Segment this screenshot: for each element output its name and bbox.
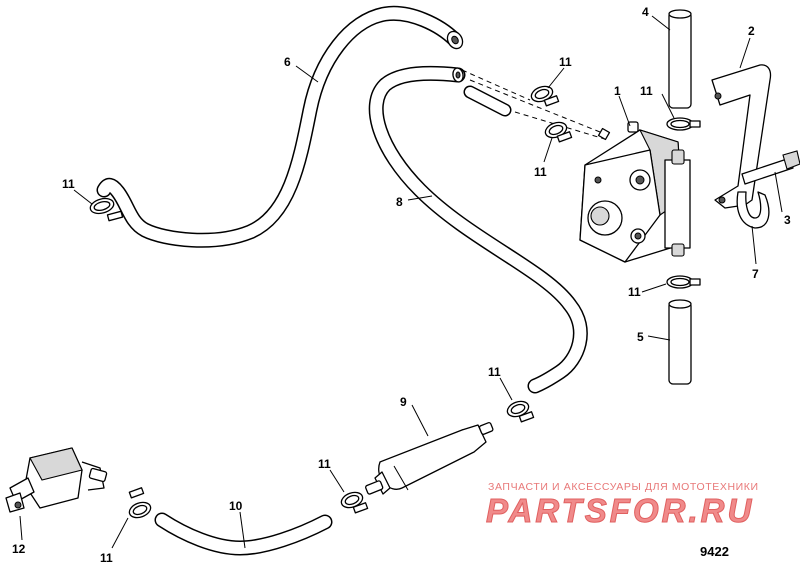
callout-11-c: 11 [534, 165, 547, 179]
bolt-3 [741, 150, 800, 185]
callout-6: 6 [284, 55, 291, 69]
callout-11-b: 11 [559, 55, 572, 69]
hose-clamp-c [544, 121, 573, 143]
hose-clamp-b [530, 85, 560, 107]
callout-8: 8 [396, 195, 403, 209]
hose-clamp-f [506, 400, 535, 423]
callout-5: 5 [637, 330, 644, 344]
clamp-7 [736, 191, 770, 229]
callout-11-d: 11 [640, 84, 653, 98]
hose-6 [96, 5, 464, 248]
callout-11-f: 11 [488, 365, 501, 379]
fuel-pump [579, 121, 691, 263]
callout-10: 10 [229, 499, 243, 513]
figure-number: 9422 [700, 544, 729, 559]
hose-clamp-g [340, 491, 369, 514]
valve-12 [5, 447, 108, 513]
callout-9: 9 [400, 395, 407, 409]
callout-1: 1 [614, 84, 621, 98]
bracket-2 [711, 64, 772, 209]
hose-4 [668, 9, 692, 109]
callout-11-h: 11 [100, 551, 113, 565]
hose-clamp-d [666, 117, 701, 131]
hose-5 [668, 299, 692, 385]
callout-11-a: 11 [62, 177, 75, 191]
callout-4: 4 [642, 5, 649, 19]
fuel-filter [365, 421, 494, 495]
hose-clamp-e [666, 275, 701, 289]
callout-11-g: 11 [318, 457, 331, 471]
callout-12: 12 [12, 542, 26, 556]
callout-2: 2 [748, 24, 755, 38]
hose-clamp-a [89, 197, 124, 222]
callouts: 1 2 3 4 5 6 7 8 9 10 11 11 11 11 11 11 1… [12, 5, 791, 565]
connector-tube [463, 85, 512, 117]
watermark-tagline: ЗАПЧАСТИ И АКСЕССУАРЫ ДЛЯ МОТОТЕХНИКИ [488, 481, 759, 493]
leader-lines [19, 15, 783, 549]
callout-11-e: 11 [628, 285, 641, 299]
hose-8 [368, 65, 588, 394]
watermark-logo: PARTSFOR.RU [485, 492, 755, 530]
callout-7: 7 [752, 267, 759, 281]
hose-10 [154, 512, 333, 556]
callout-3: 3 [784, 213, 791, 227]
hose-clamp-h [128, 487, 152, 519]
